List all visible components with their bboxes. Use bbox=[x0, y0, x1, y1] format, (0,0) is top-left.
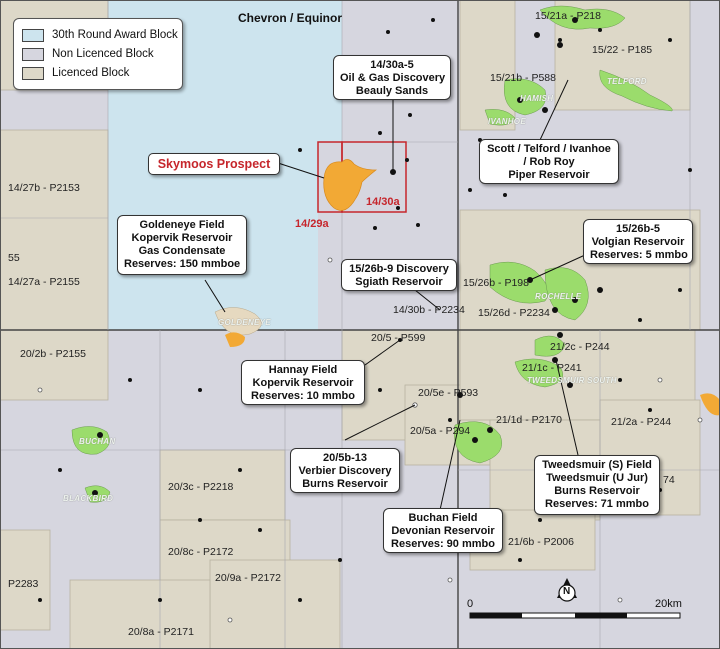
field-name: ROCHELLE bbox=[535, 292, 582, 301]
legend-swatch-licenced bbox=[22, 66, 44, 80]
field-name: TELFORD bbox=[607, 77, 647, 86]
callout-line: Beauly Sands bbox=[355, 85, 429, 97]
callout-line: Oil & Gas Discovery bbox=[340, 72, 446, 84]
field-name: IVANHOE bbox=[488, 117, 526, 126]
callout-verbier: 20/5b-13 Verbier Discovery Burns Reservo… bbox=[290, 448, 400, 493]
block-label: 20/9a - P2172 bbox=[215, 572, 281, 584]
callout-line: Kopervik Reservoir bbox=[252, 377, 354, 389]
callout-line: Sgiath Reservoir bbox=[355, 276, 443, 288]
callout-goldeneye: Goldeneye Field Kopervik Reservoir Gas C… bbox=[117, 215, 247, 275]
wells bbox=[38, 17, 692, 602]
scale-bar bbox=[469, 612, 681, 619]
block-label: 15/26b - P198 bbox=[463, 277, 529, 289]
block-label: 14/27a - P2155 bbox=[8, 276, 80, 288]
block-label: 15/21b - P588 bbox=[490, 72, 556, 84]
block-label: 20/2b - P2155 bbox=[20, 348, 86, 360]
callout-line: Reserves: 10 mmbo bbox=[251, 390, 355, 402]
edge-prospect bbox=[700, 393, 720, 416]
block-label: 14/30b - P2234 bbox=[393, 304, 465, 316]
callout-line: 15/26b-5 bbox=[615, 223, 661, 235]
callout-tweedsmuir: Tweedsmuir (S) Field Tweedsmuir (U Jur) … bbox=[534, 455, 660, 515]
goldeneye-gas bbox=[225, 332, 245, 347]
north-arrow-icon: N bbox=[563, 586, 571, 597]
callout-scott-telford: Scott / Telford / Ivanhoe / Rob Roy Pipe… bbox=[479, 139, 619, 184]
skymoos-prospect-shape bbox=[323, 159, 377, 211]
block-label: 20/8a - P2171 bbox=[128, 626, 194, 638]
block-label: 21/6b - P2006 bbox=[508, 536, 574, 548]
goldeneye-field bbox=[214, 307, 262, 336]
field-name: BLACKBIRD bbox=[63, 494, 114, 503]
block-label: 20/3c - P2218 bbox=[168, 481, 234, 493]
callout-line: Volgian Reservoir bbox=[591, 236, 685, 248]
scale-start-label: 0 bbox=[467, 598, 474, 610]
callout-line: 15/26b-9 Discovery bbox=[349, 263, 449, 275]
callout-line: Reserves: 150 mmboe bbox=[124, 258, 241, 270]
callout-line: 14/30a-5 bbox=[370, 59, 414, 71]
callout-hannay: Hannay Field Kopervik Reservoir Reserves… bbox=[241, 360, 365, 405]
callout-15-26b-9: 15/26b-9 Discovery Sgiath Reservoir bbox=[341, 259, 457, 291]
callout-14-30a-5: 14/30a-5 Oil & Gas Discovery Beauly Sand… bbox=[333, 55, 451, 100]
block-label: 15/22 - P185 bbox=[592, 44, 653, 56]
block-label: 20/5a - P294 bbox=[410, 425, 471, 437]
callout-line: Goldeneye Field bbox=[139, 219, 225, 231]
prospect-block-label-14-30a: 14/30a bbox=[366, 196, 400, 208]
north-arrow-shape bbox=[557, 578, 577, 602]
callout-line: Scott / Telford / Ivanhoe bbox=[487, 143, 611, 155]
callout-line: Piper Reservoir bbox=[508, 169, 590, 181]
callout-line: Reserves: 5 mmbo bbox=[590, 249, 688, 261]
callout-line: Verbier Discovery bbox=[298, 465, 392, 477]
callout-line: Hannay Field bbox=[268, 364, 338, 376]
legend-swatch-non-licenced bbox=[22, 47, 44, 61]
callout-line: Reserves: 71 mmbo bbox=[545, 498, 649, 510]
callout-line: Buchan Field bbox=[408, 512, 478, 524]
callout-line: 20/5b-13 bbox=[322, 452, 368, 464]
block-label: 14/27b - P2153 bbox=[8, 182, 80, 194]
field-name: BUCHAN bbox=[79, 437, 116, 446]
callout-line: Burns Reservoir bbox=[302, 478, 388, 490]
block-label: 21/2c - P244 bbox=[550, 341, 610, 353]
callout-line: Reserves: 90 mmbo bbox=[391, 538, 495, 550]
scale-end-label: 20km bbox=[655, 598, 682, 610]
callout-line: Burns Reservoir bbox=[554, 485, 640, 497]
legend-item-licenced: Licenced Block bbox=[22, 66, 129, 80]
map-legend: 30th Round Award Block Non Licenced Bloc… bbox=[13, 18, 183, 90]
block-label: 21/2a - P244 bbox=[611, 416, 672, 428]
legend-item-non-licenced: Non Licenced Block bbox=[22, 47, 154, 61]
legend-item-award: 30th Round Award Block bbox=[22, 28, 178, 42]
block-label: 74 bbox=[663, 474, 675, 486]
block-label: 55 bbox=[8, 252, 20, 264]
dry-wells bbox=[37, 257, 703, 623]
block-label: 20/5 - P599 bbox=[371, 332, 426, 344]
legend-label-non-licenced: Non Licenced Block bbox=[52, 48, 154, 60]
block-label: 15/21a - P218 bbox=[535, 10, 601, 22]
legend-label-licenced: Licenced Block bbox=[52, 67, 130, 79]
block-label: P2283 bbox=[8, 578, 39, 590]
field-name: TWEEDSMUIR SOUTH bbox=[527, 376, 617, 385]
callout-15-26b-5: 15/26b-5 Volgian Reservoir Reserves: 5 m… bbox=[583, 219, 693, 264]
callout-line: Kopervik Reservoir bbox=[131, 232, 233, 244]
block-label: 20/8c - P2172 bbox=[168, 546, 234, 558]
legend-label-award: 30th Round Award Block bbox=[52, 29, 178, 41]
callout-line: Devonian Reservoir bbox=[391, 525, 495, 537]
skymoos-prospect-title: Skymoos Prospect bbox=[148, 153, 280, 175]
block-label: 15/26d - P2234 bbox=[478, 307, 550, 319]
callout-buchan: Buchan Field Devonian Reservoir Reserves… bbox=[383, 508, 503, 553]
leader-lines bbox=[204, 79, 586, 511]
callout-line: Tweedsmuir (S) Field bbox=[542, 459, 652, 471]
field-name: GOLDENEYE bbox=[218, 318, 271, 327]
block-label: 21/1d - P2170 bbox=[496, 414, 562, 426]
prospect-block-label-14-29a: 14/29a bbox=[295, 218, 329, 230]
callout-line: / Rob Roy bbox=[523, 156, 575, 168]
callout-line: Gas Condensate bbox=[138, 245, 226, 257]
block-label: 20/5e - P593 bbox=[418, 387, 479, 399]
callout-line: Tweedsmuir (U Jur) bbox=[546, 472, 648, 484]
operator-label: Chevron / Equinor bbox=[238, 11, 343, 25]
field-name: HAMISH bbox=[520, 94, 554, 103]
block-label: 21/1c - P241 bbox=[522, 362, 582, 374]
legend-swatch-award bbox=[22, 28, 44, 42]
